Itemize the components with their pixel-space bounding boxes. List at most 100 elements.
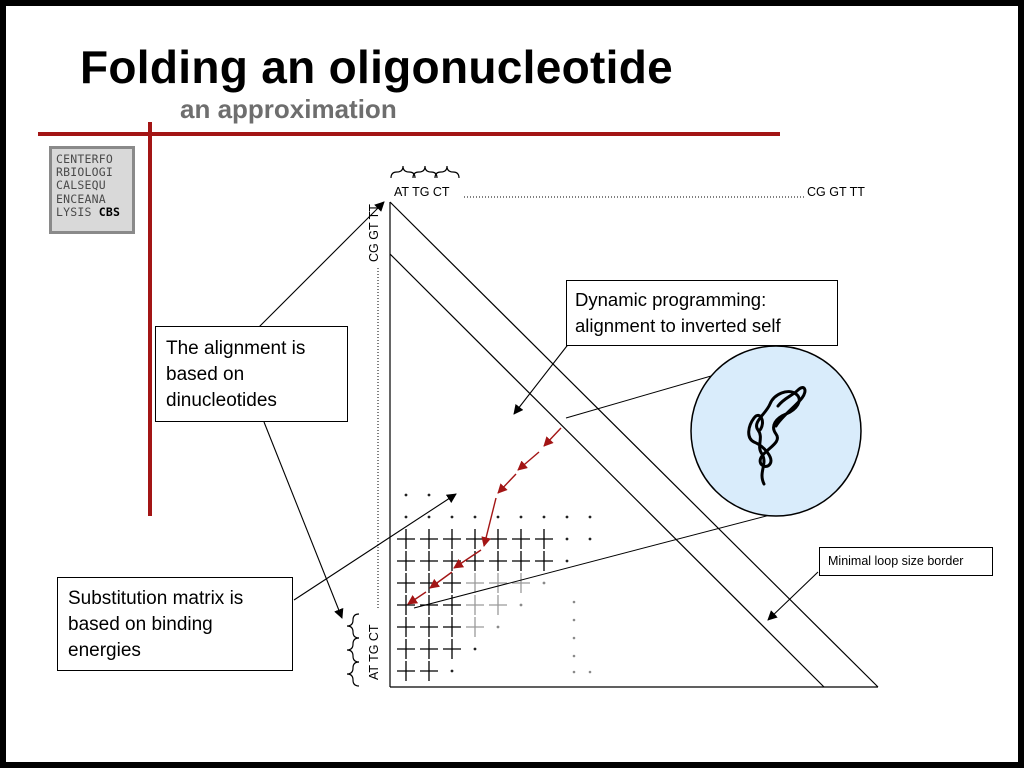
matrix-plus-mark <box>443 551 461 571</box>
callout-alignment-dinucleotides: The alignment is based on dinucleotides <box>155 326 348 422</box>
matrix-dot-mark <box>572 618 576 622</box>
matrix-plus-mark <box>512 551 530 571</box>
left-braces <box>346 613 360 687</box>
matrix-plus-mark <box>397 617 415 637</box>
matrix-plus-mark <box>420 551 438 571</box>
logo-line: LYSIS CBS <box>56 204 132 219</box>
matrix-plus-mark <box>420 529 438 549</box>
matrix-dot-mark <box>404 493 408 497</box>
matrix-plus-mark <box>420 595 438 615</box>
traceback-step <box>429 571 453 589</box>
logo-line: RBIOLOGI <box>56 165 113 180</box>
cbs-logo: CENTERFO RBIOLOGI CALSEQU ENCEANA LYSIS … <box>49 146 135 234</box>
callout-line: based on <box>166 364 245 385</box>
callout-line: The alignment is <box>166 338 306 359</box>
matrix-dot-mark <box>542 515 546 519</box>
matrix-plus-mark <box>420 661 438 681</box>
matrix-dot-mark <box>572 600 576 604</box>
zoom-line-upper <box>565 373 719 419</box>
matrix-plus-mark <box>443 639 461 659</box>
matrix-dot-mark <box>473 515 477 519</box>
cbs-logo-text: CENTERFO RBIOLOGI CALSEQU ENCEANA LYSIS … <box>52 149 132 231</box>
callout-line: Dynamic programming: <box>575 289 767 310</box>
folded-structure-circle <box>690 345 862 517</box>
slide-subtitle: an approximation <box>180 94 397 124</box>
traceback-path <box>407 427 562 605</box>
arrow-dp-to-matrix <box>513 341 571 415</box>
slide-title: Folding an oligonucleotide <box>80 41 673 93</box>
matrix-plus-mark <box>489 529 507 549</box>
top-sequence-start: AT TG CT <box>394 185 450 199</box>
logo-line: CENTERFO <box>56 152 113 166</box>
callout-line: dinucleotides <box>166 390 277 411</box>
matrix-dot-mark <box>519 515 523 519</box>
left-sequence-end: CG GT TT <box>367 204 381 262</box>
brace-top-2 <box>412 165 438 179</box>
matrix-dot-mark <box>572 636 576 640</box>
matrix-plus-mark <box>397 529 415 549</box>
folding-diagram: AT TG CT CG GT TT CG GT TT AT TG CT <box>257 165 879 688</box>
arrow-alignment-to-left-seq <box>263 421 344 619</box>
matrix-dot-mark <box>427 515 431 519</box>
triangle-hypotenuse <box>389 201 879 688</box>
brace-left-2 <box>346 637 360 663</box>
traceback-step <box>543 427 562 447</box>
matrix-dot-mark <box>427 493 431 497</box>
matrix-plus-mark <box>535 551 553 571</box>
callout-dynamic-programming: Dynamic programming: alignment to invert… <box>566 280 838 346</box>
matrix-plus-mark <box>466 529 484 549</box>
matrix-dot-mark <box>450 669 454 673</box>
matrix-dot-mark <box>588 670 592 674</box>
logo-line: ENCEANA <box>56 191 106 206</box>
matrix-plus-mark <box>397 573 415 593</box>
matrix-plus-mark <box>466 595 484 615</box>
left-sequence-start: AT TG CT <box>367 624 381 680</box>
callout-line: Substitution matrix is <box>68 588 244 609</box>
traceback-step <box>497 473 517 494</box>
arrow-alignment-to-top-seq <box>257 201 385 329</box>
matrix-dot-mark <box>519 603 523 607</box>
matrix-dot-mark <box>572 670 576 674</box>
traceback-step <box>453 549 482 569</box>
matrix-dot-mark <box>496 625 500 629</box>
traceback-step <box>481 497 497 547</box>
matrix-dot-mark <box>450 515 454 519</box>
matrix-plus-mark <box>489 573 507 593</box>
callout-line: alignment to inverted self <box>575 315 781 336</box>
matrix-plus-mark <box>512 573 530 593</box>
matrix-dot-mark <box>565 559 569 563</box>
matrix-plus-mark <box>443 573 461 593</box>
callout-line: energies <box>68 640 141 661</box>
matrix-plus-mark <box>397 595 415 615</box>
brace-top-1 <box>390 165 416 179</box>
substitution-matrix-marks <box>397 493 592 681</box>
traceback-step <box>407 591 427 605</box>
matrix-dot-mark <box>588 515 592 519</box>
matrix-plus-mark <box>443 529 461 549</box>
matrix-plus-mark <box>420 617 438 637</box>
title-rule-horizontal <box>38 132 780 136</box>
minimal-loop-border-line <box>389 253 825 688</box>
brace-left-1 <box>346 613 360 639</box>
callout-minimal-loop-border: Minimal loop size border <box>819 547 993 576</box>
top-sequence-end: CG GT TT <box>807 185 865 199</box>
matrix-plus-mark <box>466 573 484 593</box>
matrix-plus-mark <box>512 529 530 549</box>
matrix-dot-mark <box>542 581 546 585</box>
logo-line: CALSEQU <box>56 178 106 193</box>
logo-brand: CBS <box>98 204 121 219</box>
slide: Folding an oligonucleotide an approximat… <box>6 6 1018 762</box>
matrix-plus-mark <box>397 551 415 571</box>
arrow-loop-border <box>767 571 819 621</box>
alignment-triangle <box>389 201 879 688</box>
arrow-substitution-to-matrix <box>293 493 457 601</box>
matrix-dot-mark <box>572 654 576 658</box>
matrix-dot-mark <box>473 647 477 651</box>
brace-left-3 <box>346 661 360 687</box>
matrix-dot-mark <box>565 537 569 541</box>
matrix-plus-mark <box>489 595 507 615</box>
matrix-plus-mark <box>397 639 415 659</box>
matrix-plus-mark <box>489 551 507 571</box>
matrix-plus-mark <box>466 617 484 637</box>
matrix-dot-mark <box>496 515 500 519</box>
